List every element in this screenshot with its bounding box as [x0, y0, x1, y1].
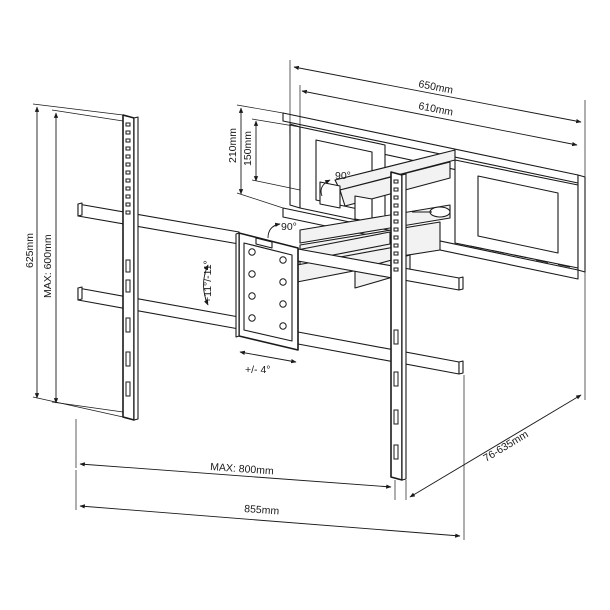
dim-625: 625mm — [24, 233, 36, 268]
angle-indicators — [203, 179, 331, 364]
dim-76-635: 76-635mm — [481, 428, 530, 464]
vertical-bracket-right — [390, 171, 407, 481]
dim-210: 210mm — [227, 128, 239, 163]
vertical-bracket-left — [122, 114, 139, 421]
angle-90-wall: 90° — [335, 170, 351, 182]
angle-tilt: +/- 4° — [245, 364, 271, 376]
angle-rotation: +11°/-11° — [202, 260, 214, 303]
tilt-head-plate — [235, 232, 299, 351]
dim-max-800: MAX: 800mm — [210, 461, 275, 477]
angle-90-head: 90° — [281, 221, 297, 233]
dim-150: 150mm — [242, 131, 254, 166]
dim-610: 610mm — [417, 100, 454, 119]
dimension-lines — [32, 60, 586, 540]
dim-max-600: MAX: 600mm — [42, 234, 54, 298]
dim-855: 855mm — [244, 503, 280, 517]
